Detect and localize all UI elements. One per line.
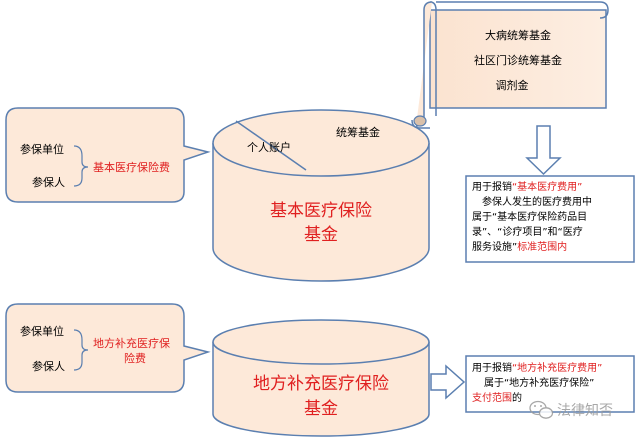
bottom-note-line1: 用于报销“地方补充医疗费用” [472,361,602,374]
top-contributor-unit: 参保单位 [20,142,64,156]
wechat-icon [529,400,554,419]
top-contributor-person: 参保人 [32,175,65,189]
top-fund-title-line1: 基本医疗保险 [270,201,372,221]
scroll-item-major-illness: 大病统筹基金 [485,28,551,42]
top-fund-cylinder-top [212,109,430,177]
bottom-fund-cylinder-body [212,342,430,437]
scroll-item-community-clinic: 社区门诊统筹基金 [474,53,562,67]
bottom-note-line3: 支付范围的 [472,391,522,404]
bottom-contributor-bubble [5,303,211,393]
bottom-fund-cylinder-top [212,319,430,365]
top-note-box [465,175,635,263]
bottom-bracket [73,329,89,371]
top-fund-split-line [235,120,307,171]
bottom-fee-line1: 地方补充医疗保 [93,336,170,350]
top-fee-label: 基本医疗保险费 [93,160,170,174]
bottom-right-arrow [430,364,466,400]
bottom-fee-line2: 险费 [124,351,146,365]
scroll-item-adjustment-fund: 调剂金 [496,78,529,92]
bottom-fund-title-line1: 地方补充医疗保险 [253,374,389,394]
scroll-down-arrow [525,125,562,176]
watermark-text: 法律知否 [557,402,613,419]
fund-scroll [411,1,609,129]
watermark: 法律知否 [529,400,613,419]
personal-account-label: 个人账户 [247,140,291,154]
bottom-fund-title-line2: 基金 [304,399,338,419]
pooled-fund-label: 统筹基金 [336,125,380,139]
top-note-line1: 用于报销“基本医疗费用” [472,180,582,193]
bottom-contributor-unit: 参保单位 [20,324,64,338]
top-fund-cylinder-body [212,143,430,282]
bottom-note-box [465,355,635,413]
top-note-line3: 属于“基本医疗保险药品目 [472,210,587,223]
bottom-contributor-person: 参保人 [32,359,65,373]
top-contributor-bubble [5,107,211,203]
top-bracket [73,145,89,187]
top-note-line2: 参保人发生的医疗费用中 [482,195,592,208]
top-note-line5: 服务设施”标准范围内 [472,240,567,253]
bottom-note-line2: 属于“地方补充医疗保险” [484,376,594,389]
top-note-line4: 录”、“诊疗项目”和“医疗 [472,225,583,238]
top-fund-title-line2: 基金 [304,225,338,245]
